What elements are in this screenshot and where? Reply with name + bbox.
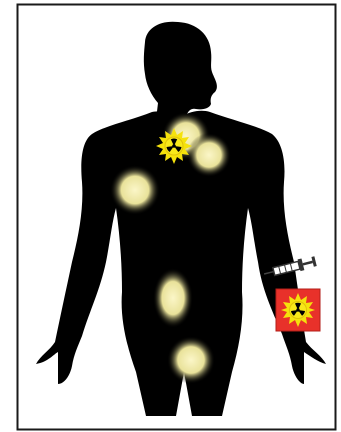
hotspot-pelvis xyxy=(167,336,215,384)
radiation-badge xyxy=(276,289,320,331)
hotspot-chest-right xyxy=(187,133,231,177)
hotspot-abdomen xyxy=(153,268,193,328)
hotspot-left-flank xyxy=(110,165,160,215)
